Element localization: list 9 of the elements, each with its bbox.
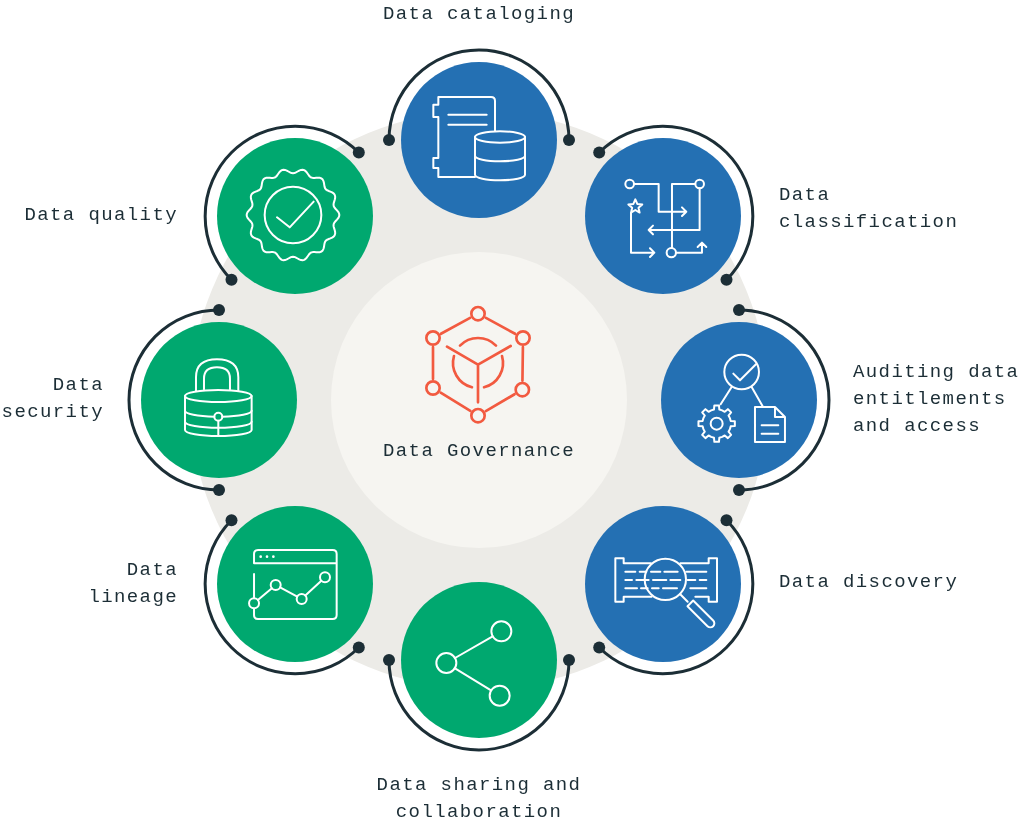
topic-label: Data cataloging [382, 2, 576, 27]
topic-label: Data discovery [779, 570, 960, 595]
topic-label: Data lineage [87, 558, 178, 610]
topic-label: Data quality [23, 203, 178, 228]
topic-label: Data classification [779, 183, 960, 235]
topic-label: Auditing data entitlements and access [853, 360, 1021, 439]
topic-label: Data security [0, 373, 104, 425]
hub-title: Data Governance [382, 438, 576, 464]
topic-label: Data sharing and collaboration [375, 773, 583, 825]
